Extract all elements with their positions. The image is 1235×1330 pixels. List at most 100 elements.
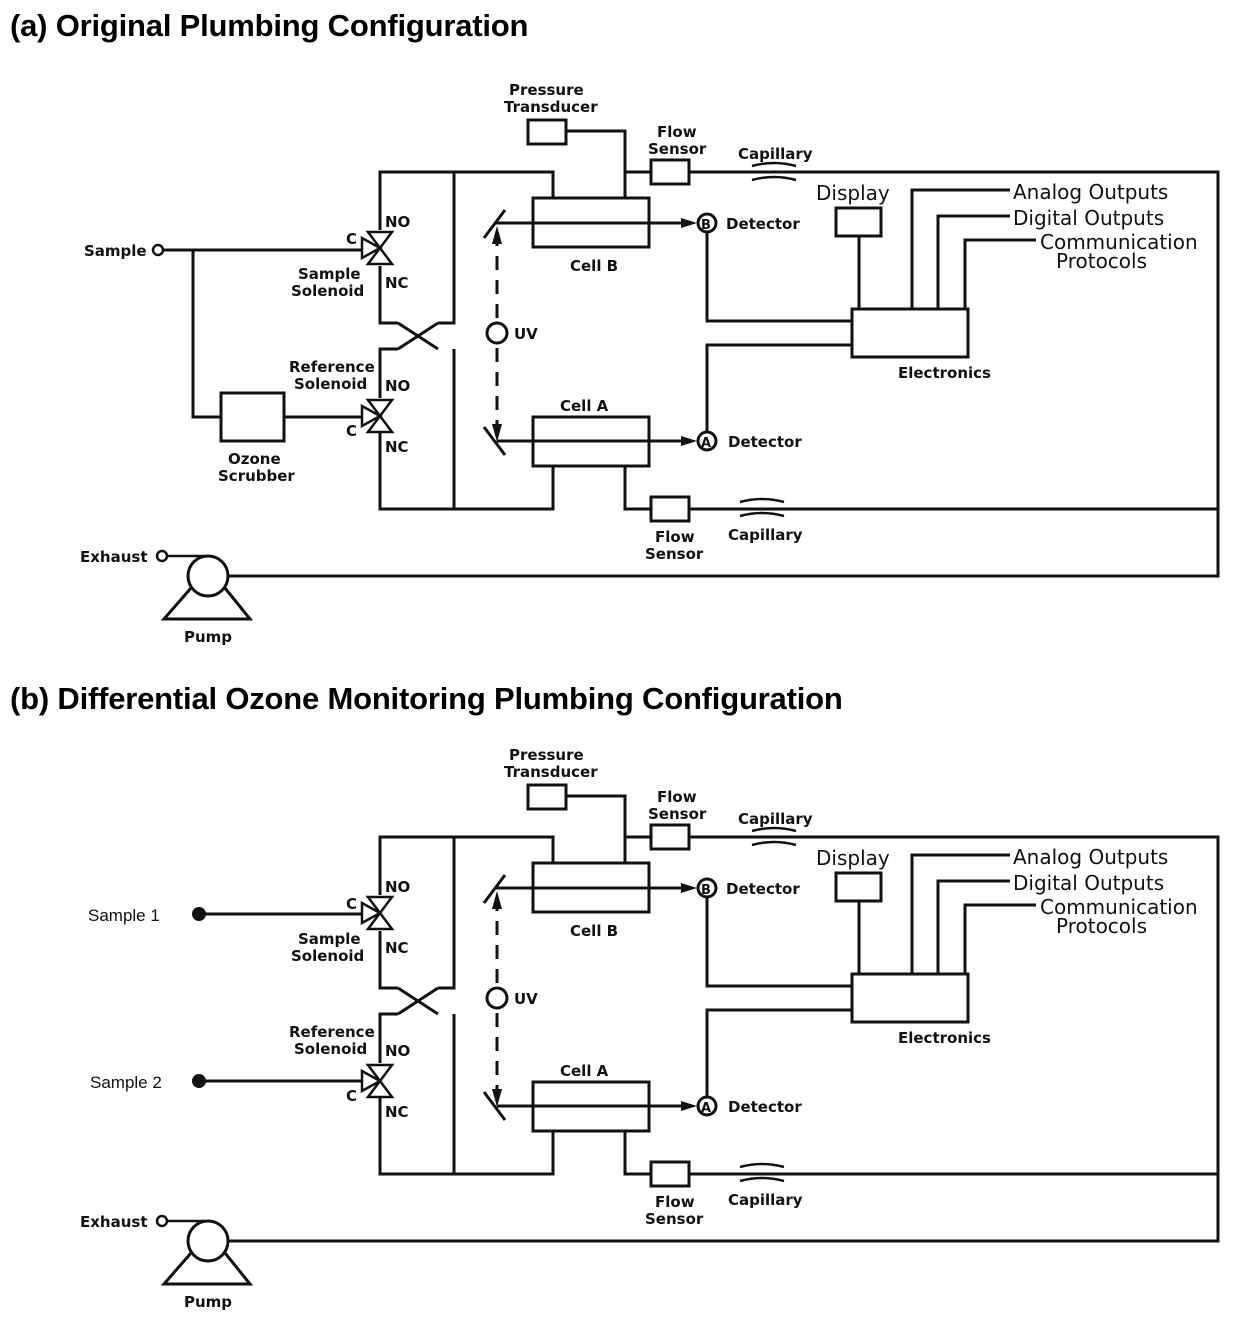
lower-manifold-line bbox=[378, 432, 555, 511]
cell-b-outlet-line bbox=[623, 835, 651, 863]
mirror-top-icon bbox=[482, 209, 507, 239]
detector-b-signal-line bbox=[705, 897, 852, 988]
sample-solenoid-nc-label: NC bbox=[385, 939, 409, 957]
mirror-bottom-icon bbox=[482, 1091, 507, 1121]
panel-b-title: (b) Differential Ozone Monitoring Plumbi… bbox=[10, 681, 843, 716]
flow-sensor-top-label-2: Sensor bbox=[648, 140, 707, 158]
flow-sensor-top-label-2: Sensor bbox=[648, 805, 707, 823]
detector-b-symbol: B bbox=[701, 218, 711, 233]
flow-sensor-bottom-box bbox=[649, 495, 691, 523]
display-box bbox=[834, 206, 883, 238]
capillary-bottom-label: Capillary bbox=[728, 526, 803, 544]
cell-b-label: Cell B bbox=[570, 922, 618, 940]
uv-beam-down-arrow bbox=[492, 424, 502, 442]
flow-sensor-bottom-label-2: Sensor bbox=[645, 545, 704, 563]
pressure-transducer-box bbox=[526, 783, 568, 811]
reference-solenoid-no-label: NO bbox=[385, 1042, 410, 1060]
analog-outputs-label: Analog Outputs bbox=[1013, 180, 1168, 204]
manifold-crossover bbox=[397, 321, 439, 351]
top-flow-line bbox=[210, 835, 1220, 1243]
reference-solenoid-valve-icon bbox=[360, 1063, 395, 1099]
communication-label-1: Communication bbox=[1040, 895, 1198, 919]
sample-1-inlet-label: Sample 1 bbox=[88, 906, 160, 925]
pump-base-icon bbox=[160, 587, 254, 621]
cell-a-label: Cell A bbox=[560, 1062, 609, 1080]
flow-sensor-top-box bbox=[649, 158, 691, 186]
ozone-scrubber-box bbox=[219, 391, 286, 443]
uv-lamp-icon bbox=[485, 321, 509, 345]
detector-b-label: Detector bbox=[726, 880, 800, 898]
pump-icon bbox=[186, 554, 230, 598]
display-label: Display bbox=[816, 181, 890, 205]
analog-outputs-label: Analog Outputs bbox=[1013, 845, 1168, 869]
panel-b-diagram: NO NC C Sample Solenoid NO NC C Referenc… bbox=[80, 746, 1220, 1311]
communication-label-2: Protocols bbox=[1056, 249, 1147, 273]
top-flow-line bbox=[210, 170, 1220, 578]
sample-solenoid-label-1: Sample bbox=[298, 265, 361, 283]
reference-solenoid-label-2: Solenoid bbox=[294, 375, 367, 393]
cell-b-label: Cell B bbox=[570, 257, 618, 275]
ozone-scrubber-label-2: Scrubber bbox=[218, 467, 295, 485]
uv-beam-down-arrow bbox=[492, 1089, 502, 1107]
capillary-bottom-icon bbox=[739, 497, 785, 518]
uv-beam-up-arrow bbox=[492, 226, 502, 244]
exhaust-port-icon bbox=[155, 1214, 169, 1228]
sample-branch-line bbox=[191, 250, 221, 419]
reference-solenoid-c-label: C bbox=[346, 1087, 357, 1105]
exhaust-label: Exhaust bbox=[80, 1213, 148, 1231]
mirror-bottom-icon bbox=[482, 426, 507, 456]
reference-solenoid-nc-label: NC bbox=[385, 438, 409, 456]
reference-solenoid-nc-label: NC bbox=[385, 1103, 409, 1121]
reference-solenoid-label-2: Solenoid bbox=[294, 1040, 367, 1058]
capillary-top-label: Capillary bbox=[738, 145, 813, 163]
panel-b-inlets: Sample 1 Sample 2 bbox=[88, 906, 362, 1092]
reference-solenoid-no-label: NO bbox=[385, 377, 410, 395]
flow-sensor-bottom-label-1: Flow bbox=[655, 528, 695, 546]
sample-solenoid-no-label: NO bbox=[385, 878, 410, 896]
flow-sensor-bottom-box bbox=[649, 1160, 691, 1188]
capillary-bottom-label: Capillary bbox=[728, 1191, 803, 1209]
cell-b-arrowhead bbox=[681, 218, 697, 228]
electronics-box bbox=[850, 307, 970, 359]
detector-a-label: Detector bbox=[728, 1098, 802, 1116]
display-label: Display bbox=[816, 846, 890, 870]
electronics-label: Electronics bbox=[898, 364, 991, 382]
upper-manifold-line bbox=[378, 835, 555, 895]
panel-a-inlets: Sample Ozone Scrubber bbox=[84, 242, 362, 485]
manifold-crossover bbox=[397, 986, 439, 1016]
detector-b-signal-line bbox=[705, 232, 852, 323]
reference-solenoid-label-1: Reference bbox=[289, 358, 375, 376]
detector-a-signal-line bbox=[705, 343, 852, 432]
sample-solenoid-nc-label: NC bbox=[385, 274, 409, 292]
pump-label: Pump bbox=[184, 1293, 232, 1311]
mirror-top-icon bbox=[482, 874, 507, 904]
upper-bypass-line bbox=[378, 837, 456, 990]
electronics-box bbox=[850, 972, 970, 1024]
flow-sensor-bottom-label-2: Sensor bbox=[645, 1210, 704, 1228]
reference-solenoid-c-label: C bbox=[346, 422, 357, 440]
upper-manifold-line bbox=[378, 170, 555, 230]
sample-solenoid-valve-icon bbox=[360, 895, 395, 931]
sample-solenoid-label-2: Solenoid bbox=[291, 282, 364, 300]
detector-a-label: Detector bbox=[728, 433, 802, 451]
uv-label: UV bbox=[514, 325, 538, 343]
pressure-transducer-label-1: Pressure bbox=[509, 81, 584, 99]
capillary-top-icon bbox=[751, 826, 797, 847]
pump-label: Pump bbox=[184, 628, 232, 646]
capillary-top-icon bbox=[751, 161, 797, 182]
upper-bypass-line bbox=[378, 172, 456, 325]
cell-a-outlet-line bbox=[623, 1131, 651, 1176]
flow-sensor-top-box bbox=[649, 823, 691, 851]
lower-manifold-line bbox=[378, 1097, 555, 1176]
pump-icon bbox=[186, 1219, 230, 1263]
flow-sensor-bottom-label-1: Flow bbox=[655, 1193, 695, 1211]
sample-solenoid-no-label: NO bbox=[385, 213, 410, 231]
digital-outputs-line bbox=[936, 879, 1010, 974]
shared-diagram: NO NC C Sample Solenoid NO NC C Referenc… bbox=[80, 81, 1220, 646]
sample-2-inlet-label: Sample 2 bbox=[90, 1073, 162, 1092]
flow-sensor-top-label-1: Flow bbox=[657, 123, 697, 141]
cell-b-arrowhead bbox=[681, 883, 697, 893]
electronics-label: Electronics bbox=[898, 1029, 991, 1047]
detector-a-symbol: A bbox=[701, 436, 711, 451]
communication-label-1: Communication bbox=[1040, 230, 1198, 254]
